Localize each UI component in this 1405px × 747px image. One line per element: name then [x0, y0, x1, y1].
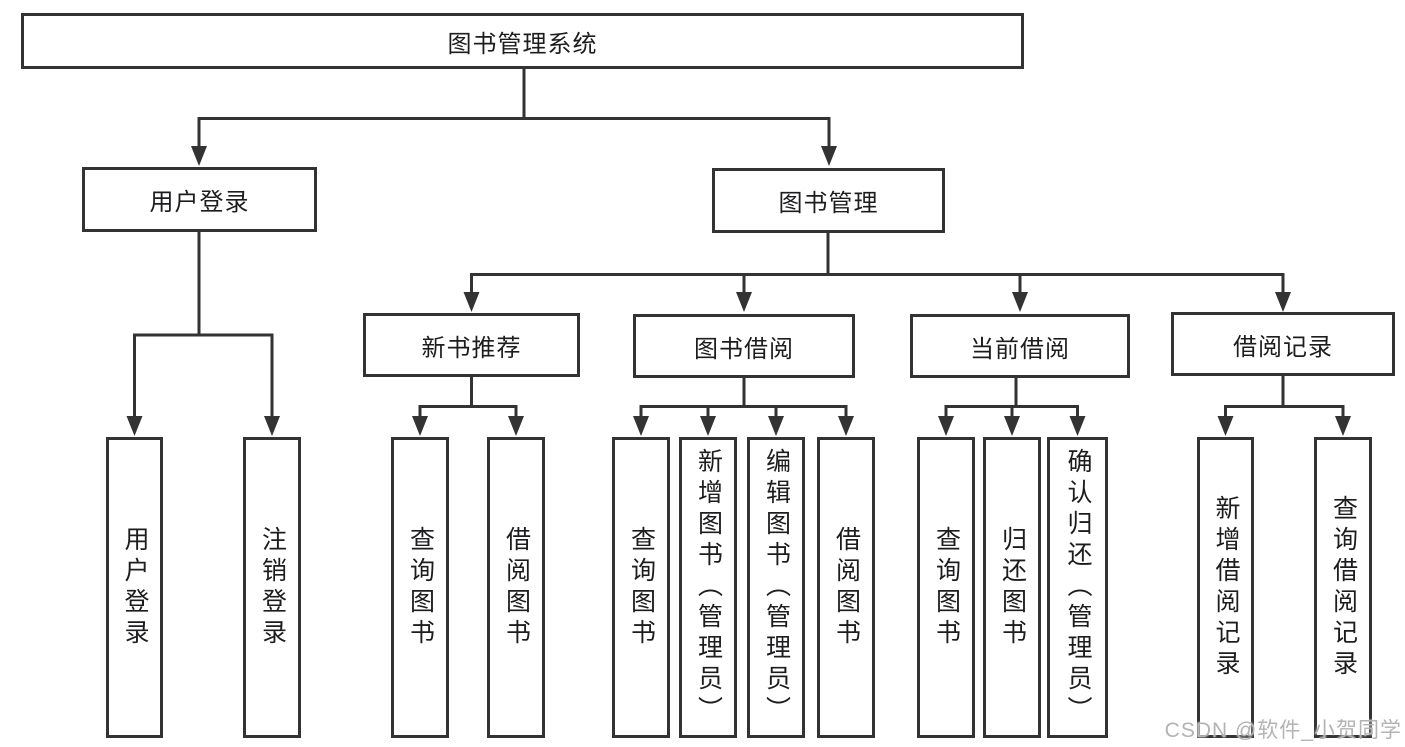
node-user-login: 用户登录 [82, 167, 317, 232]
leaf-logout: 注销登录 [243, 437, 301, 738]
leaf-user-login: 用户登录 [106, 437, 163, 738]
connector-book-management-children [463, 233, 1291, 312]
connector-root-to-level2 [191, 68, 837, 166]
leaf-query-books-borrow: 查询图书 [612, 437, 670, 738]
leaf-borrow-books-recommend: 借阅图书 [487, 437, 545, 738]
leaf-query-borrow-record: 查询借阅记录 [1314, 437, 1372, 738]
node-book-borrow: 图书借阅 [633, 314, 855, 378]
leaf-return-book: 归还图书 [983, 437, 1041, 738]
csdn-watermark: CSDN @软件_小贺同学 [1164, 719, 1402, 742]
leaf-add-borrow-record: 新增借阅记录 [1197, 437, 1254, 738]
connector-book-borrow-children [633, 378, 854, 436]
connector-current-borrow-children [938, 378, 1086, 436]
leaf-confirm-return-admin: 确认归还（管理员） [1047, 437, 1108, 738]
node-library-management-system: 图书管理系统 [21, 13, 1024, 69]
node-borrow-records: 借阅记录 [1171, 312, 1395, 376]
node-book-management: 图书管理 [712, 168, 945, 233]
node-new-book-recommend: 新书推荐 [363, 313, 580, 377]
connector-user-login-children [126, 232, 280, 436]
leaf-query-books-recommend: 查询图书 [391, 437, 449, 738]
node-current-borrow: 当前借阅 [910, 314, 1130, 378]
connector-new-book-children [412, 377, 524, 436]
leaf-add-book-admin: 新增图书（管理员） [679, 437, 737, 738]
leaf-borrow-books: 借阅图书 [817, 437, 875, 738]
leaf-edit-book-admin: 编辑图书（管理员） [747, 437, 805, 738]
connector-borrow-records-children [1217, 376, 1351, 436]
leaf-query-books-current: 查询图书 [917, 437, 975, 738]
